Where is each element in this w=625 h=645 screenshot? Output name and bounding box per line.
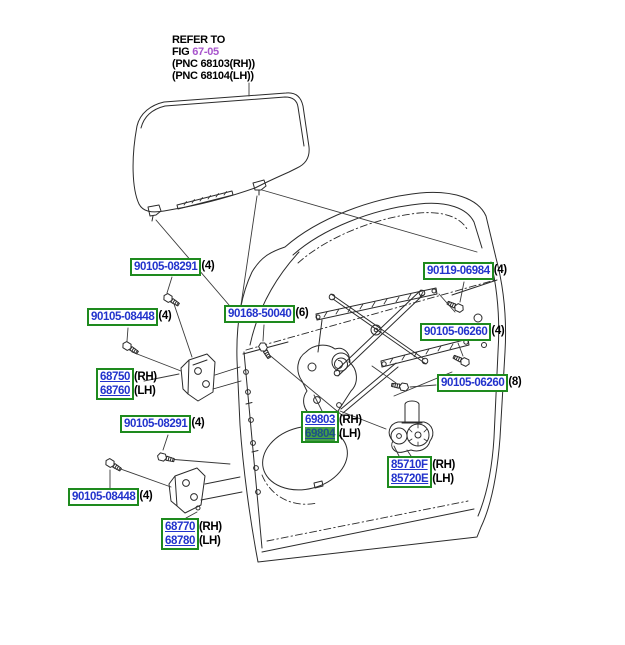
part-qty: (4) bbox=[191, 417, 205, 429]
window-regulator-drawing bbox=[297, 287, 470, 419]
part-qty: (6) bbox=[295, 307, 309, 319]
part-label-90105-08291-lower: 90105-08291 (4) bbox=[120, 415, 205, 433]
part-number-link[interactable]: 68760 bbox=[100, 385, 130, 397]
part-number-link[interactable]: 69803 bbox=[305, 414, 335, 426]
rh-tag: (RH) bbox=[432, 459, 455, 471]
part-number-link[interactable]: 90105-08291 bbox=[134, 261, 198, 273]
part-label-90105-08291-top: 90105-08291 (4) bbox=[130, 258, 215, 276]
window-motor-drawing bbox=[388, 400, 434, 453]
part-number-link[interactable]: 85710F bbox=[391, 459, 428, 471]
refer-note-fig: FIG 67-05 bbox=[172, 46, 219, 58]
part-label-regulator: 69803 69804 (RH) (LH) bbox=[301, 411, 362, 443]
rh-tag: (RH) bbox=[198, 521, 222, 533]
part-qty: (4) bbox=[491, 325, 505, 337]
part-qty: (4) bbox=[139, 490, 153, 502]
part-label-90105-06260-b: 90105-06260 (8) bbox=[437, 374, 522, 392]
part-number-link[interactable]: 90105-06260 bbox=[441, 377, 505, 389]
part-label-hinge-upper: 68750 68760 (RH) (LH) bbox=[96, 368, 157, 400]
part-label-hinge-lower: 68770 68780 (RH) (LH) bbox=[161, 518, 222, 550]
lh-tag: (LH) bbox=[198, 535, 221, 547]
part-number-link[interactable]: 68750 bbox=[100, 371, 130, 383]
part-number-link[interactable]: 90105-08448 bbox=[72, 491, 136, 503]
part-label-90105-08448-lower: 90105-08448 (4) bbox=[68, 488, 153, 506]
lh-tag: (LH) bbox=[432, 473, 454, 485]
part-label-motor: 85710F 85720E (RH) (LH) bbox=[387, 456, 455, 488]
door-glass-drawing bbox=[132, 92, 310, 222]
part-label-90105-06260-a: 90105-06260 (4) bbox=[420, 323, 505, 341]
refer-note-pnc-lh: (PNC 68104(LH)) bbox=[172, 70, 254, 82]
part-qty: (4) bbox=[493, 264, 507, 276]
door-hinges-drawing bbox=[168, 353, 243, 514]
part-qty: (8) bbox=[508, 376, 522, 388]
part-qty: (4) bbox=[201, 260, 215, 272]
lh-tag: (LH) bbox=[133, 385, 156, 397]
rh-tag: (RH) bbox=[133, 371, 157, 383]
refer-note-line1: REFER TO bbox=[172, 34, 226, 46]
part-label-90119-06984: 90119-06984 (4) bbox=[423, 262, 507, 280]
part-number-link[interactable]: 68780 bbox=[165, 535, 195, 547]
lh-tag: (LH) bbox=[338, 428, 361, 440]
rh-tag: (RH) bbox=[338, 414, 362, 426]
part-number-link[interactable]: 90168-50040 bbox=[228, 308, 292, 320]
part-number-link-selected[interactable]: 69804 bbox=[305, 427, 335, 441]
part-number-link[interactable]: 90105-08448 bbox=[91, 311, 155, 323]
part-number-link[interactable]: 90105-06260 bbox=[424, 326, 488, 338]
refer-note-pnc-rh: (PNC 68103(RH)) bbox=[172, 58, 255, 70]
fig-number-link[interactable]: 67-05 bbox=[192, 46, 219, 58]
part-number-link[interactable]: 90105-08291 bbox=[124, 418, 188, 430]
part-number-link[interactable]: 90119-06984 bbox=[427, 265, 490, 277]
leader-lines bbox=[109, 82, 478, 519]
part-label-90105-08448-top: 90105-08448 (4) bbox=[87, 308, 172, 326]
part-qty: (4) bbox=[158, 310, 172, 322]
refer-note: REFER TO FIG 67-05 (PNC 68103(RH)) (PNC … bbox=[172, 34, 255, 82]
part-label-90168-50040: 90168-50040 (6) bbox=[224, 305, 309, 323]
part-number-link[interactable]: 85720E bbox=[391, 473, 429, 485]
part-number-link[interactable]: 68770 bbox=[165, 521, 195, 533]
